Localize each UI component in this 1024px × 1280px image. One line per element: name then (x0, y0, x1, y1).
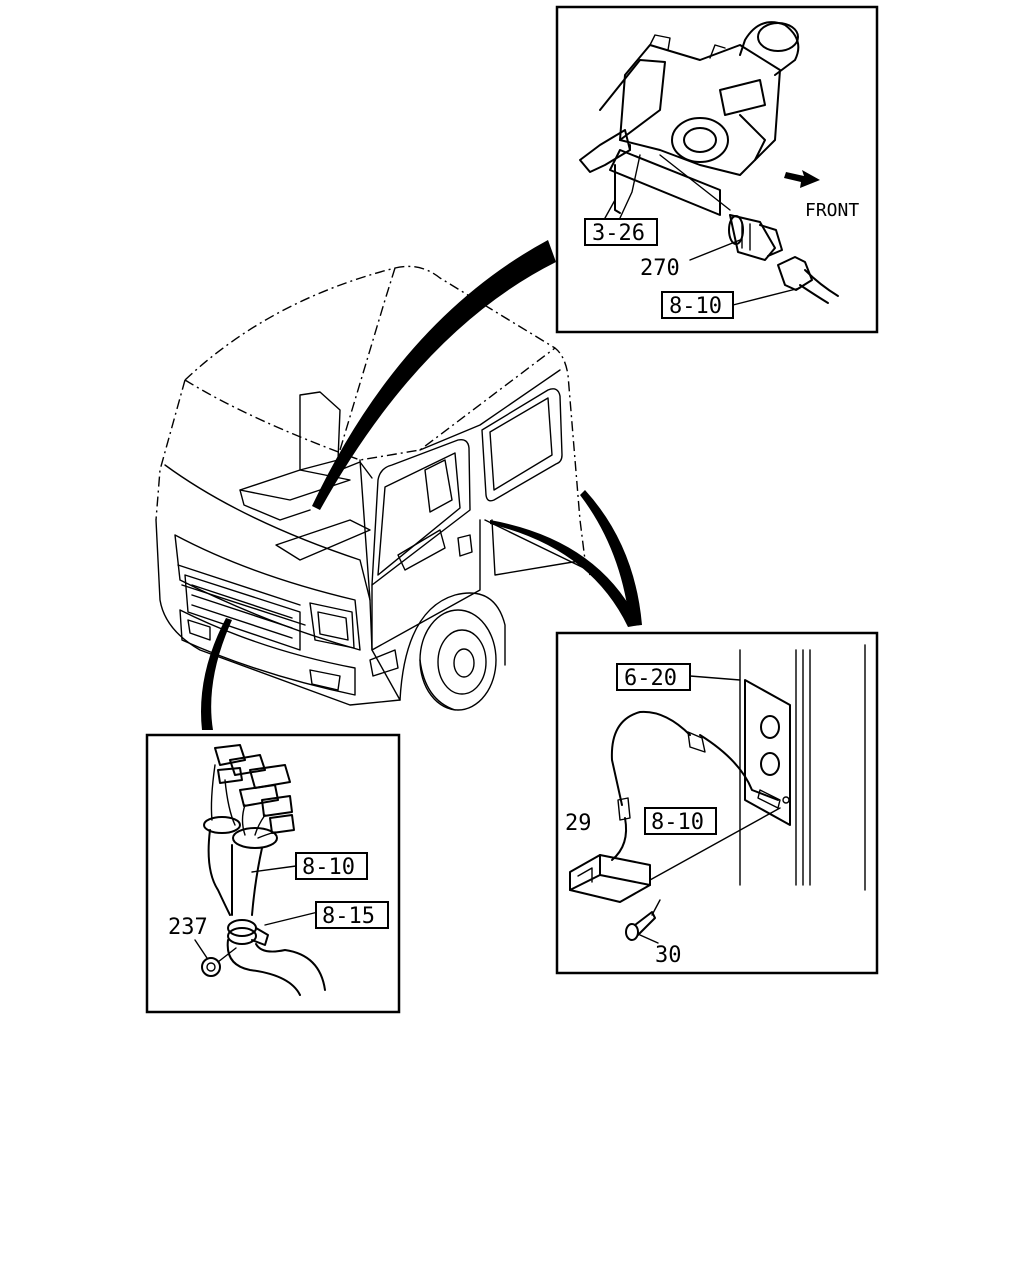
connector-cluster (210, 744, 295, 839)
detail-panel-top-right: FRONT 3-26 270 8-10 (555, 5, 879, 334)
ref-label-8-10-top: 8-10 (669, 294, 722, 319)
callout-237: 237 (168, 915, 208, 940)
connector-plug (777, 256, 839, 304)
door-switch-sensor (569, 854, 651, 903)
ref-label-6-20: 6-20 (624, 666, 677, 691)
connector-swooshes (201, 240, 642, 730)
pressure-switch (728, 214, 783, 261)
screw (625, 899, 661, 941)
truck-cab-illustration (155, 265, 591, 711)
ref-label-8-15: 8-15 (322, 904, 375, 929)
ref-label-3-26: 3-26 (592, 221, 645, 246)
front-direction-arrow (784, 170, 820, 188)
detail-panel-right: 6-20 8-10 29 30 (555, 631, 879, 975)
ref-label-8-10-right: 8-10 (651, 810, 704, 835)
callout-30: 30 (655, 943, 682, 968)
detail-panel-left: 237 8-10 8-15 (145, 733, 401, 1014)
callout-270: 270 (640, 256, 680, 281)
ref-label-8-10-left: 8-10 (302, 855, 355, 880)
front-label: FRONT (805, 200, 859, 221)
callout-29: 29 (565, 811, 592, 836)
